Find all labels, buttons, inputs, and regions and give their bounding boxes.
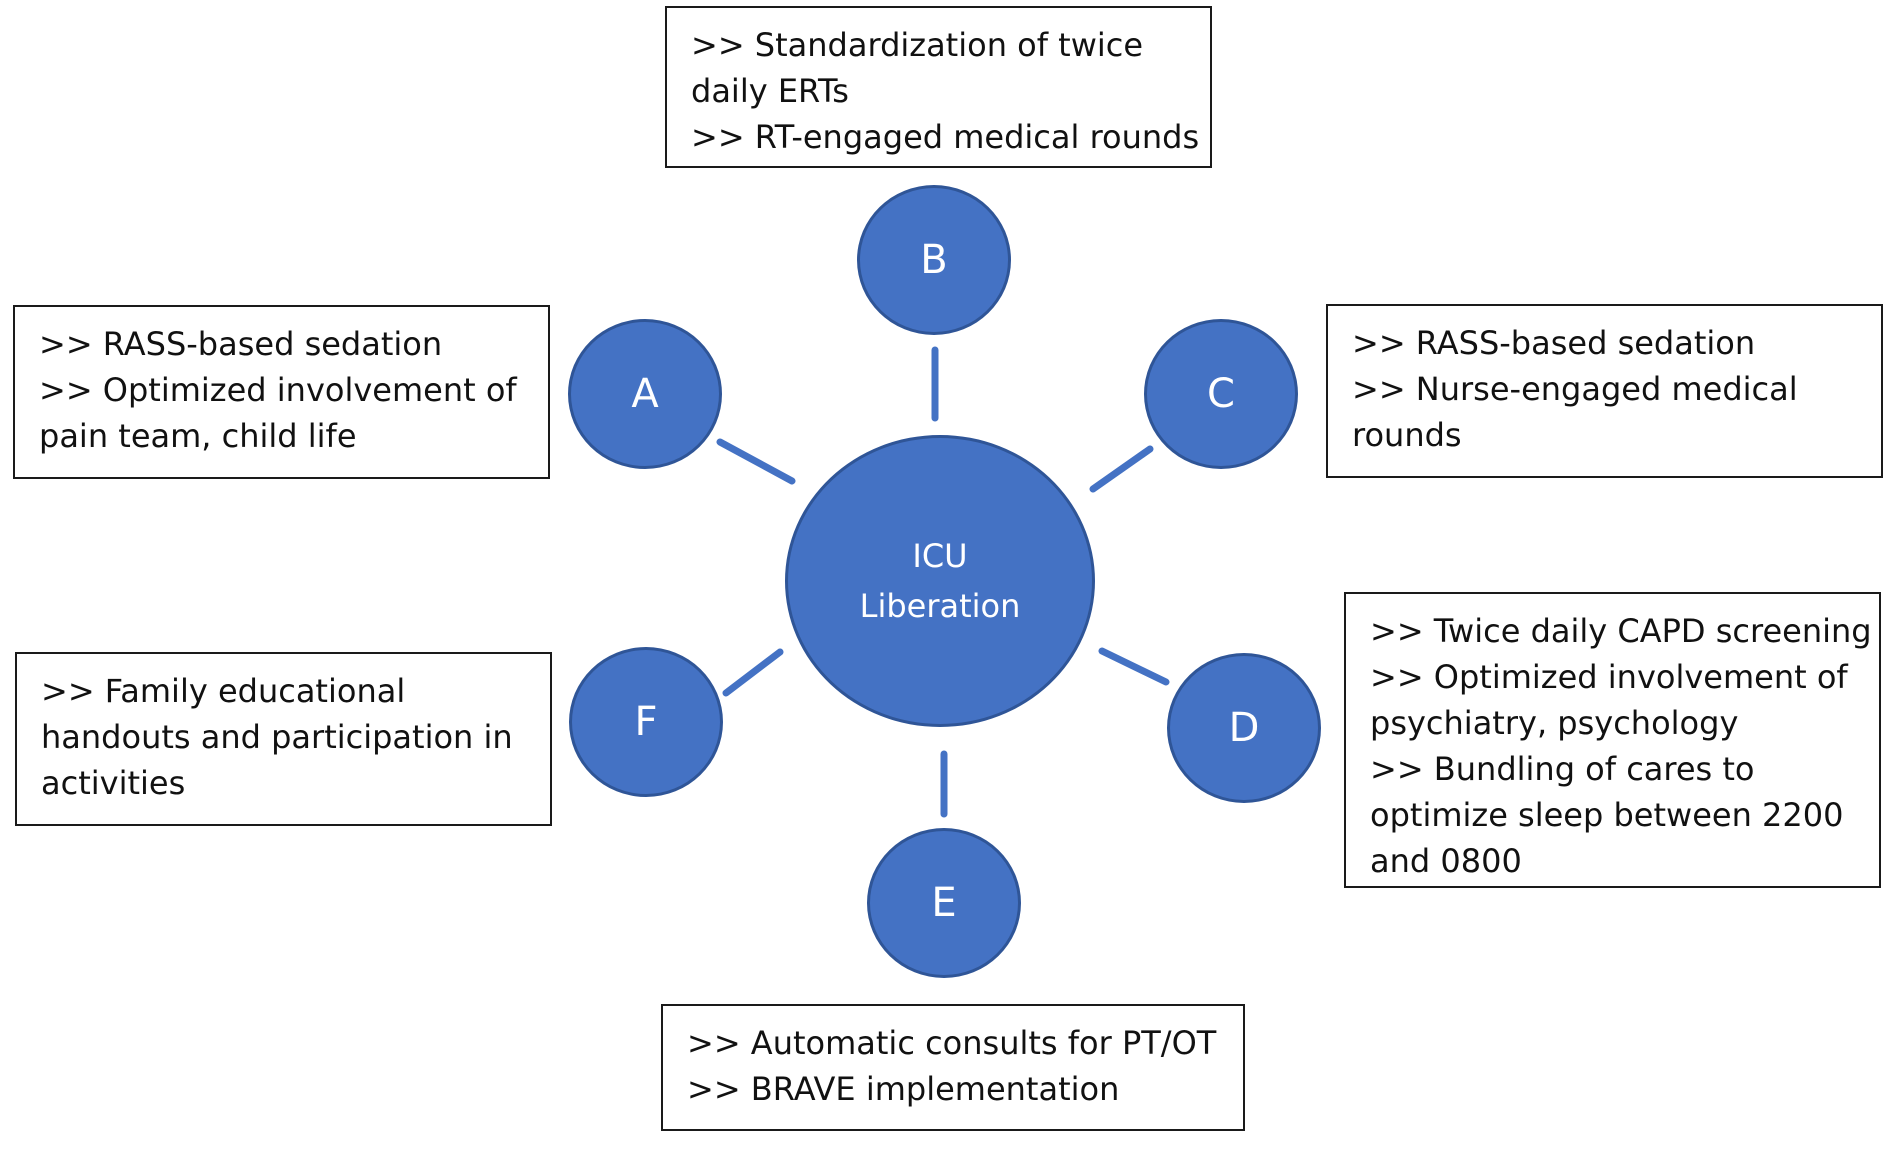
center-node-icu-liberation: ICU Liberation (785, 435, 1095, 727)
box-d-line-3: psychiatry, psychology (1370, 704, 1739, 742)
node-e: E (867, 828, 1021, 978)
box-c-line-3: rounds (1352, 416, 1462, 454)
node-d: D (1167, 653, 1321, 803)
box-c: >> RASS-based sedation >> Nurse-engaged … (1326, 304, 1883, 478)
box-b-line-2: daily ERTs (691, 72, 849, 110)
box-c-line-1: >> RASS-based sedation (1352, 324, 1756, 362)
box-d: >> Twice daily CAPD screening >> Optimiz… (1344, 592, 1881, 888)
node-b: B (857, 185, 1011, 335)
box-d-line-6: and 0800 (1370, 842, 1522, 880)
box-b-line-1: >> Standardization of twice (691, 26, 1144, 64)
box-f-line-1: >> Family educational (41, 672, 406, 710)
node-c: C (1144, 319, 1298, 469)
box-f-line-2: handouts and participation in (41, 718, 513, 756)
node-d-label: D (1228, 705, 1260, 751)
center-label-line-2: Liberation (859, 587, 1021, 625)
center-label-line-1: ICU (912, 537, 968, 575)
box-a-line-2: >> Optimized involvement of (39, 371, 517, 409)
box-a: >> RASS-based sedation >> Optimized invo… (13, 305, 550, 479)
box-b: >> Standardization of twice daily ERTs >… (665, 6, 1212, 168)
box-a-line-1: >> RASS-based sedation (39, 325, 443, 363)
node-a: A (568, 319, 722, 469)
box-d-line-5: optimize sleep between 2200 (1370, 796, 1844, 834)
box-f-line-3: activities (41, 764, 186, 802)
connector-center-d (1098, 647, 1170, 686)
box-e-line-1: >> Automatic consults for PT/OT (687, 1024, 1217, 1062)
node-f: F (569, 647, 723, 797)
node-b-label: B (920, 237, 948, 283)
node-e-label: E (931, 880, 957, 926)
connector-center-f (722, 648, 784, 697)
box-e: >> Automatic consults for PT/OT >> BRAVE… (661, 1004, 1245, 1131)
box-d-line-2: >> Optimized involvement of (1370, 658, 1848, 696)
box-a-line-3: pain team, child life (39, 417, 357, 455)
box-d-line-4: >> Bundling of cares to (1370, 750, 1755, 788)
box-f: >> Family educational handouts and parti… (15, 652, 552, 826)
box-b-line-3: >> RT-engaged medical rounds (691, 118, 1200, 156)
node-c-label: C (1207, 371, 1235, 417)
connector-center-c (1089, 445, 1154, 493)
box-c-line-2: >> Nurse-engaged medical (1352, 370, 1798, 408)
connector-center-a (716, 438, 796, 485)
box-e-line-2: >> BRAVE implementation (687, 1070, 1120, 1108)
node-a-label: A (631, 371, 659, 417)
box-d-line-1: >> Twice daily CAPD screening (1370, 612, 1872, 650)
node-f-label: F (634, 699, 658, 745)
